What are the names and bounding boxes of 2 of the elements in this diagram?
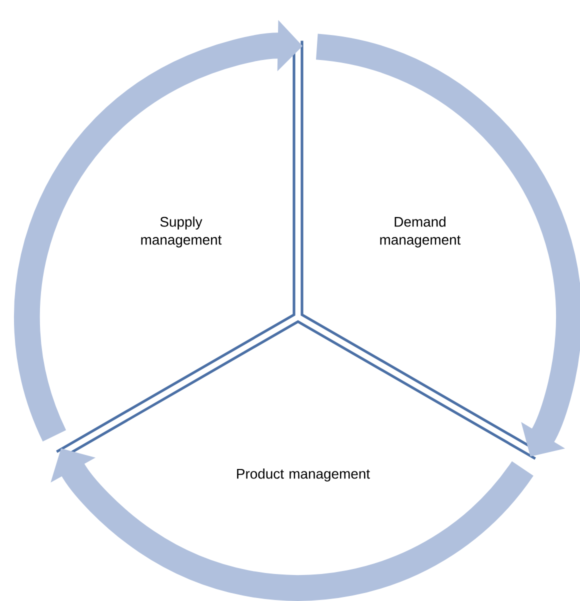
sector: Supply management [56, 40, 296, 453]
sector: Demand management [300, 40, 540, 453]
